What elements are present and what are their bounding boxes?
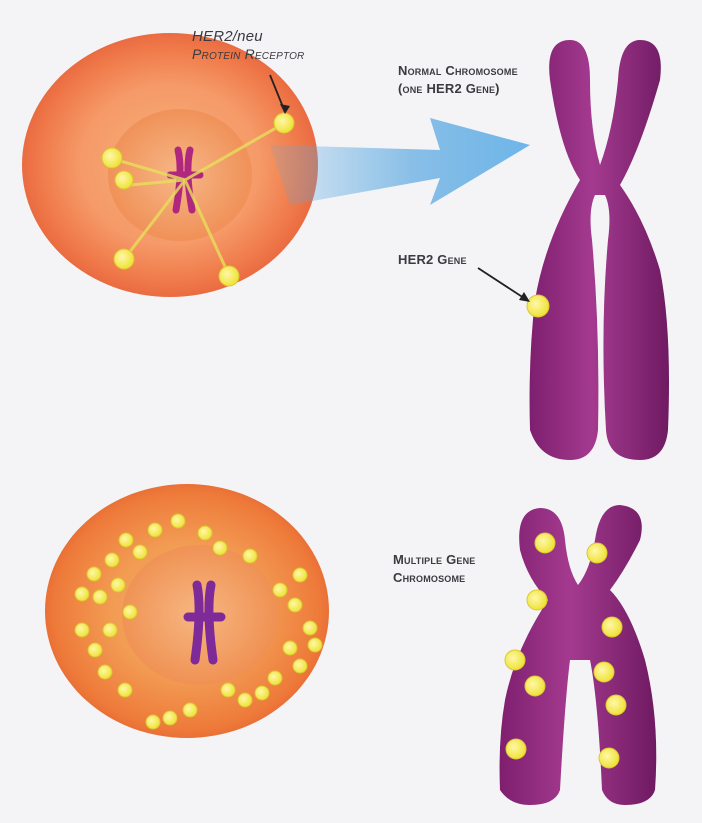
normal-cell [22, 33, 318, 297]
gene-pointer [478, 268, 527, 300]
her2-gene-dot [527, 295, 549, 317]
normal-chromosome-label-line1: Normal Chromosome [398, 64, 518, 79]
normal-chromosome-label-line2: (one HER2 Gene) [398, 82, 500, 97]
amplified-chromosome [500, 505, 657, 805]
normal-chromosome-body [530, 40, 669, 460]
amplified-cell [45, 484, 329, 738]
receptor-label-line2: Protein Receptor [192, 46, 304, 62]
multiple-gene-label-line2: Chromosome [393, 571, 465, 586]
multiple-gene-label-line1: Multiple Gene [393, 553, 476, 568]
her2-gene-label: HER2 Gene [398, 253, 467, 268]
normal-chromosome [478, 40, 669, 460]
receptor-label-line1: HER2/neu [192, 28, 263, 45]
